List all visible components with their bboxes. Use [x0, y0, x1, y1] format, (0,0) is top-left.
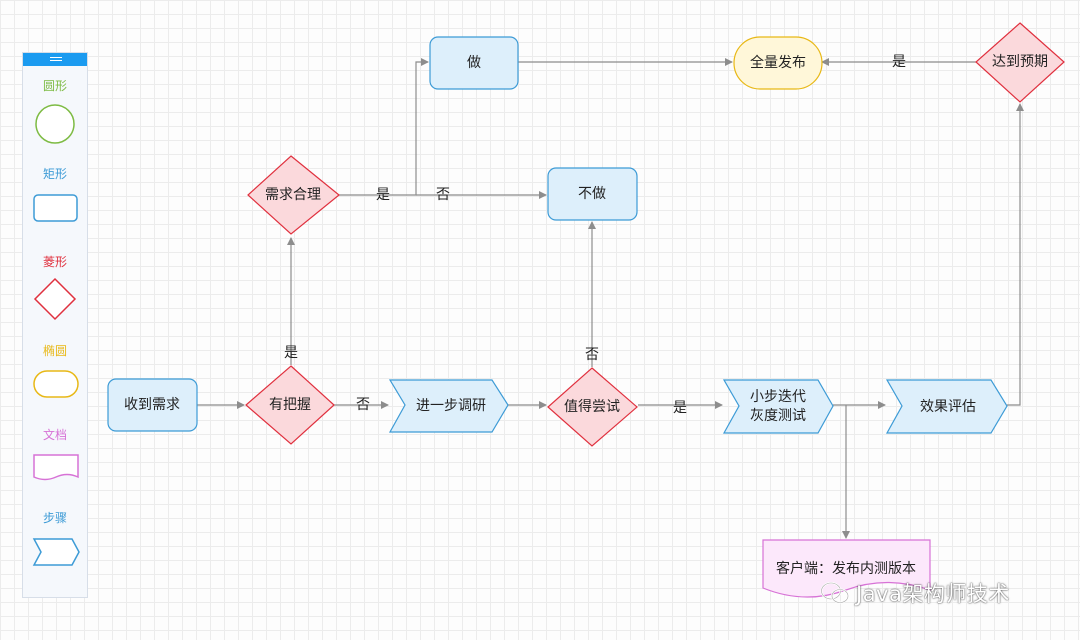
edge-label-expect-yes: 是 — [892, 54, 906, 70]
palette-ellipse-label: 椭圆 — [42, 344, 67, 358]
node-do[interactable]: 做 — [429, 36, 519, 90]
node-confident-label: 有把握 — [269, 397, 311, 413]
edge-label-reasonable-yes: 是 — [376, 187, 390, 203]
node-expect-label: 达到预期 — [992, 54, 1048, 70]
node-not-do-label: 不做 — [578, 186, 606, 202]
node-client[interactable]: 客户端：发布内测版本 — [762, 539, 931, 598]
node-evaluate-label: 效果评估 — [920, 399, 976, 415]
grip-icon[interactable] — [50, 57, 62, 58]
document-icon — [33, 454, 79, 481]
node-research[interactable]: 进一步调研 — [388, 379, 509, 433]
palette-item-rect[interactable]: 矩形 — [23, 165, 87, 234]
node-release-label: 全量发布 — [750, 54, 806, 71]
diamond-icon — [33, 277, 77, 321]
node-not-do[interactable]: 不做 — [547, 167, 638, 221]
node-client-label: 客户端：发布内测版本 — [776, 560, 916, 577]
palette-item-ellipse[interactable]: 椭圆 — [23, 342, 87, 405]
node-confident[interactable]: 有把握 — [245, 365, 335, 445]
connectors — [197, 58, 1024, 539]
palette-circle-label: 圆形 — [42, 79, 67, 93]
node-worth-label: 值得尝试 — [564, 398, 620, 415]
node-iterate-label-line2: 灰度测试 — [750, 408, 806, 424]
shape-palette: 圆形 矩形 菱形 椭圆 文档 步骤 — [22, 52, 88, 598]
node-expect[interactable]: 达到预期 — [975, 22, 1065, 103]
node-reasonable[interactable]: 需求合理 — [247, 155, 340, 235]
edge-label-worth-no: 否 — [585, 347, 599, 363]
edge-evaluate-to-expect — [1007, 103, 1024, 406]
node-evaluate[interactable]: 效果评估 — [885, 379, 1008, 434]
edge-label-confident-no: 否 — [356, 397, 370, 413]
node-receive-label: 收到需求 — [124, 397, 180, 413]
edge-label-worth-yes: 是 — [673, 400, 687, 416]
node-do-label: 做 — [467, 55, 481, 71]
edge-reasonable-to-do — [339, 58, 429, 196]
node-receive[interactable]: 收到需求 — [107, 378, 198, 432]
palette-item-document[interactable]: 文档 — [23, 426, 87, 489]
node-iterate[interactable]: 小步迭代 灰度测试 — [722, 379, 834, 434]
wechat-icon — [820, 582, 849, 604]
rectangle-icon — [33, 194, 78, 222]
palette-item-step[interactable]: 步骤 — [23, 509, 87, 574]
node-iterate-label-line1: 小步迭代 — [750, 389, 806, 405]
step-icon — [32, 538, 80, 566]
edge-label-reasonable-no: 否 — [436, 187, 450, 203]
palette-rect-label: 矩形 — [42, 167, 67, 181]
node-release[interactable]: 全量发布 — [733, 36, 823, 90]
circle-icon — [35, 104, 75, 144]
edge-label-confident-yes: 是 — [284, 345, 298, 361]
palette-item-circle[interactable]: 圆形 — [23, 77, 87, 154]
palette-diamond-label: 菱形 — [42, 255, 67, 269]
palette-header[interactable] — [23, 53, 87, 66]
watermark-text: Java架构师技术 — [856, 582, 1010, 606]
palette-step-label: 步骤 — [42, 511, 67, 525]
ellipse-icon — [33, 370, 79, 398]
node-research-label: 进一步调研 — [416, 398, 486, 414]
node-worth[interactable]: 值得尝试 — [547, 367, 638, 447]
watermark: Java架构师技术 — [820, 578, 1010, 608]
node-reasonable-label: 需求合理 — [265, 187, 321, 203]
palette-item-diamond[interactable]: 菱形 — [23, 253, 87, 326]
palette-document-label: 文档 — [42, 428, 67, 442]
